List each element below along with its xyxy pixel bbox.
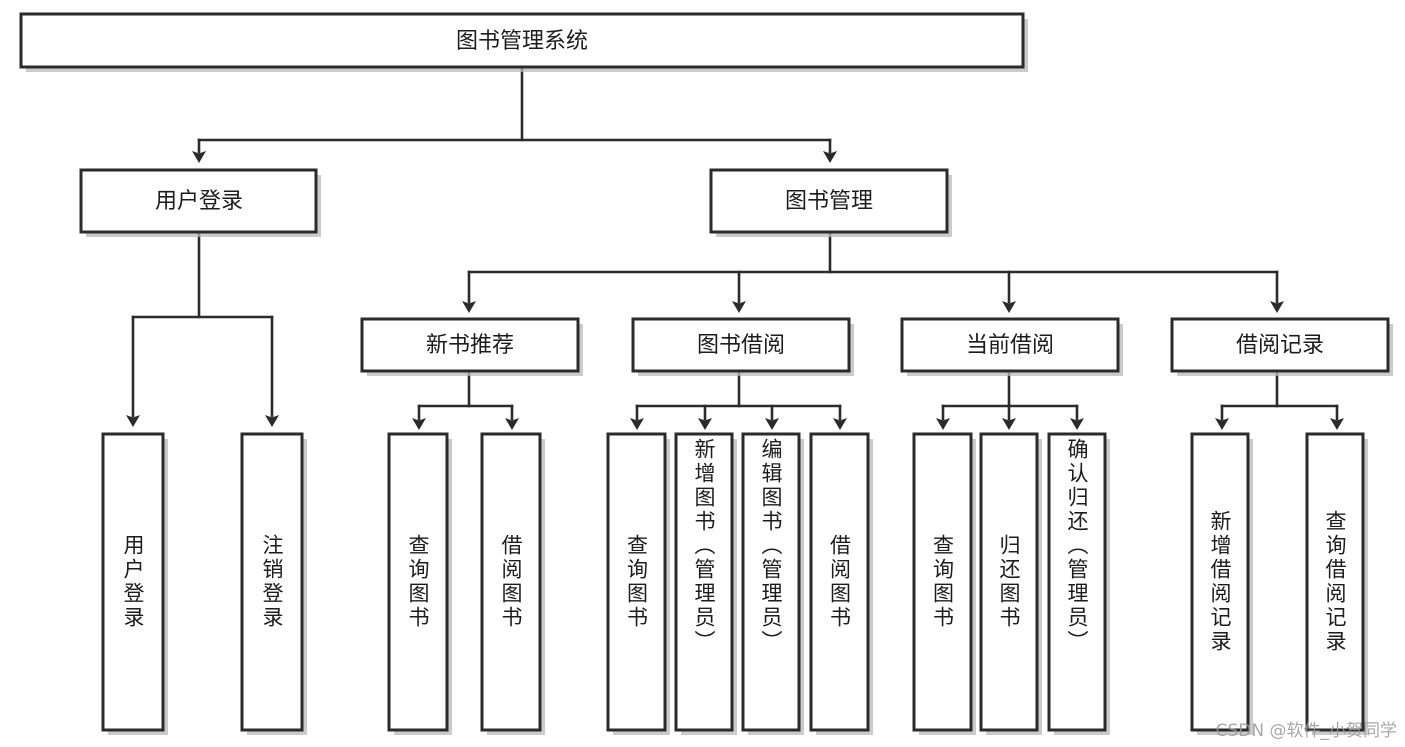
leaf-box-borrow-book-2[interactable] (809, 432, 873, 735)
connector-group-book-borrow (630, 372, 847, 430)
leaf-box-confirm-return[interactable] (1047, 432, 1110, 735)
node-new-book-rec-label: 新书推荐 (426, 333, 514, 358)
node-root[interactable]: 图书管理系统 (19, 12, 1028, 72)
node-current-borrow-label: 当前借阅 (966, 333, 1054, 358)
leaf-box-query-book-3[interactable] (912, 432, 976, 735)
leaf-box-borrow-book-1[interactable] (480, 432, 545, 735)
node-book-manage[interactable]: 图书管理 (709, 168, 952, 237)
connector-group-root (192, 65, 837, 163)
leaf-box-add-record[interactable] (1190, 432, 1253, 735)
node-book-manage-label: 图书管理 (785, 189, 873, 214)
leaf-box-query-book-2[interactable] (606, 432, 670, 735)
leaf-box-query-book-1[interactable] (387, 432, 452, 735)
connector-group-new-book-rec (412, 372, 519, 430)
leaf-box-user-login[interactable] (101, 432, 168, 735)
node-book-borrow[interactable]: 图书借阅 (631, 317, 854, 376)
connector-group-current-borrow (936, 372, 1084, 430)
leaf-box-add-book[interactable] (674, 432, 737, 735)
connector-group-borrow-record (1215, 372, 1344, 430)
leaf-box-edit-book[interactable] (741, 432, 804, 735)
node-user-login-label: 用户登录 (155, 189, 243, 214)
node-user-login[interactable]: 用户登录 (79, 168, 321, 237)
connector-group-book-manage (462, 230, 1284, 313)
leaf-box-return-book[interactable] (979, 432, 1042, 735)
node-new-book-rec[interactable]: 新书推荐 (360, 317, 583, 376)
node-borrow-record[interactable]: 借阅记录 (1170, 317, 1393, 376)
leaf-box-logout[interactable] (240, 432, 307, 735)
leaf-box-query-record[interactable] (1305, 432, 1368, 735)
csdn-watermark: CSDN @软件_小贺同学 (1215, 721, 1397, 741)
node-book-borrow-label: 图书借阅 (697, 333, 785, 358)
node-borrow-record-label: 借阅记录 (1236, 333, 1324, 358)
node-root-label: 图书管理系统 (456, 29, 588, 54)
connector-group-user-login (126, 230, 279, 427)
node-current-borrow[interactable]: 当前借阅 (900, 317, 1123, 376)
